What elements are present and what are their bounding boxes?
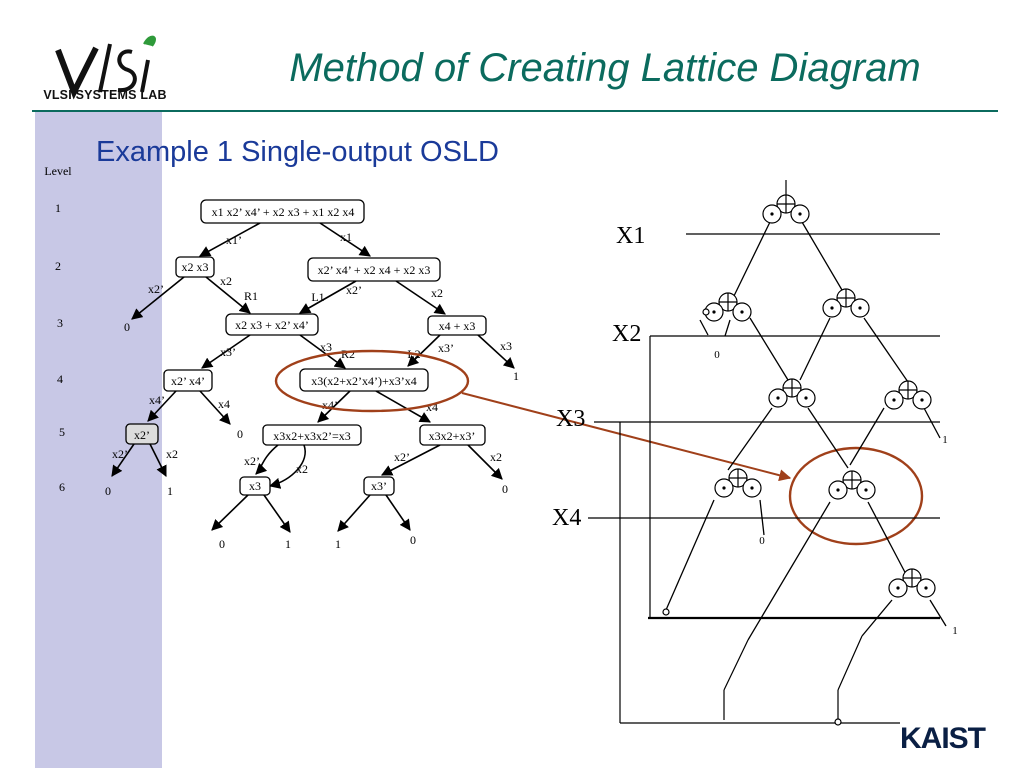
level-label: 1	[55, 201, 61, 215]
lattice-links	[665, 221, 947, 641]
edge-label: x3	[320, 340, 332, 354]
tree-node-label: x3x2+x3’	[429, 429, 476, 443]
edge-label: x4’	[149, 393, 165, 407]
lattice-variable-label: X3	[556, 406, 585, 432]
tree-node-label: x2’ x4’ + x2 x4 + x2 x3	[318, 263, 431, 277]
title-divider	[32, 110, 998, 112]
tree-edges	[111, 222, 515, 533]
terminal-value: 0	[410, 533, 416, 547]
tree-node-label: x3’	[371, 479, 387, 493]
edge-label: x3’	[438, 341, 454, 355]
tree-node-label: x2’	[134, 428, 150, 442]
tree-edge-labels: x1’ x1 x2’ x2 R1 L1 x2’ x2 x3’ x3 R2 L2 …	[112, 230, 512, 476]
terminal-value: 1	[285, 537, 291, 551]
lab-logo-text: VLSI SYSTEMS LAB	[43, 88, 167, 102]
tree-terminals: 0 1 0 0 1 0 0 1 1 0	[105, 320, 519, 551]
edge-label: R2	[341, 347, 355, 361]
level-label: 2	[55, 259, 61, 273]
lattice-terminal: 1	[942, 434, 948, 446]
level-label: 4	[57, 372, 63, 386]
lattice-terminals: 0 1 0 1	[714, 349, 958, 637]
tree-node-label: x2’ x4’	[171, 374, 205, 388]
tree-node-label: x4 + x3	[439, 319, 476, 333]
slide-subtitle: Example 1 Single-output OSLD	[96, 136, 499, 168]
lattice-nodes	[662, 194, 936, 726]
lattice-variable-label: X2	[612, 321, 641, 347]
tree-highlight	[274, 349, 470, 413]
level-header: Level	[44, 164, 72, 178]
edge-label: x3	[500, 339, 512, 353]
vlsi-logo	[55, 35, 156, 100]
tree-node-label: x2 x3 + x2’ x4’	[235, 318, 309, 332]
edge-label: x1	[340, 230, 352, 244]
terminal-value: 1	[167, 484, 173, 498]
lattice-node-dots	[712, 212, 928, 590]
edge-label: L1	[311, 290, 324, 304]
terminal-value: 0	[219, 537, 225, 551]
edge-label: x2’	[148, 282, 164, 296]
tree-node-label: x3x2+x3x2’=x3	[273, 429, 351, 443]
lattice-variable-label: X1	[616, 223, 645, 249]
edge-label: x2’	[112, 447, 128, 461]
kaist-logo: KAIST	[900, 722, 986, 755]
edge-label: x2’	[244, 454, 260, 468]
mapping-arrow	[461, 392, 792, 482]
tree-node-label: x2 x3	[182, 260, 209, 274]
page-title: Method of Creating Lattice Diagram	[289, 46, 921, 90]
tree-node-label: x1 x2’ x4’ + x2 x3 + x1 x2 x4	[212, 205, 355, 219]
lattice-structure	[588, 180, 940, 724]
edge-label: x2	[431, 286, 443, 300]
terminal-value: 0	[105, 484, 111, 498]
level-label: 3	[57, 316, 63, 330]
terminal-value: 0	[502, 482, 508, 496]
lattice-terminal: 1	[952, 625, 958, 637]
terminal-value: 1	[335, 537, 341, 551]
level-label: 6	[59, 480, 65, 494]
level-label: 5	[59, 425, 65, 439]
terminal-value: 0	[124, 320, 130, 334]
level-column: Level 1 2 3 4 5 6	[44, 164, 72, 494]
lattice-terminal: 0	[714, 349, 720, 361]
edge-label: x2	[490, 450, 502, 464]
terminal-value: 0	[237, 427, 243, 441]
edge-label: x2’	[346, 283, 362, 297]
lattice-terminal: 0	[759, 535, 765, 547]
edge-label: x2	[166, 447, 178, 461]
edge-label: x2	[220, 274, 232, 288]
tree-node-label: x3(x2+x2’x4’)+x3’x4	[311, 374, 417, 388]
tree-node-labels: x1 x2’ x4’ + x2 x3 + x1 x2 x4 x2 x3 x2’ …	[134, 205, 475, 493]
edge-label: x1’	[226, 233, 242, 247]
lattice-variable-labels: X1 X2 X3 X4	[552, 223, 645, 531]
edge-label: x4	[218, 397, 230, 411]
terminal-value: 1	[513, 369, 519, 383]
lattice-variable-label: X4	[552, 505, 581, 531]
tree-nodes	[125, 199, 487, 496]
edge-label: x2’	[394, 450, 410, 464]
tree-node-label: x3	[249, 479, 261, 493]
edge-label: x2	[296, 462, 308, 476]
edge-label: R1	[244, 289, 258, 303]
lattice-highlight	[788, 446, 924, 546]
edge-label: x3’	[220, 345, 236, 359]
